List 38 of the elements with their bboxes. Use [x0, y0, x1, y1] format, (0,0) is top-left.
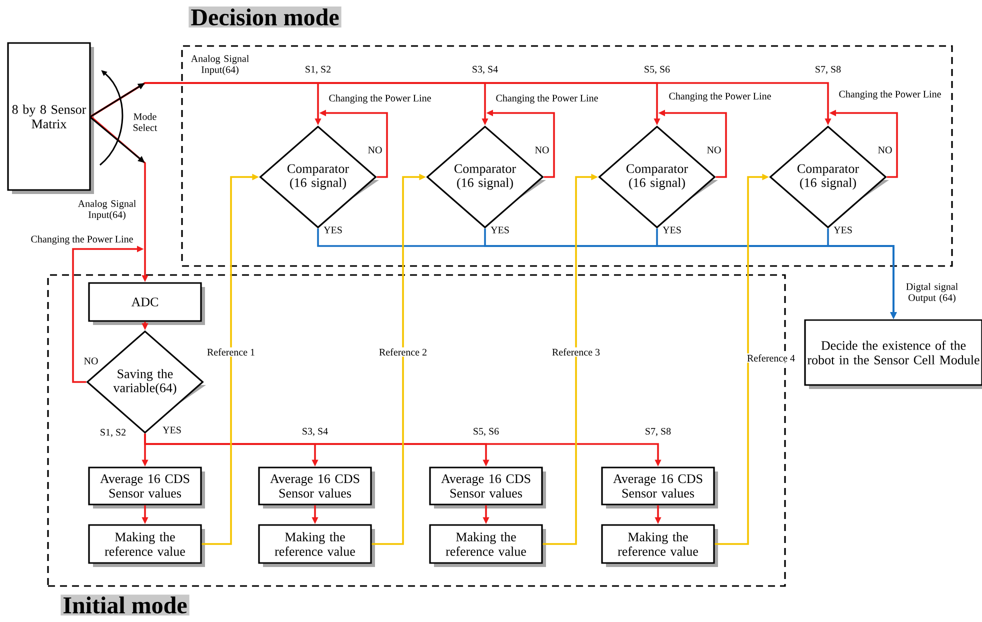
- process-box: ADC: [88, 282, 205, 325]
- edge-label: S5, S6: [642, 64, 672, 76]
- annotation-text: Changing the Power Line: [838, 89, 942, 101]
- process-box: 8 by 8 Sensor Matrix: [7, 42, 94, 194]
- edge-label: Reference 3: [551, 347, 602, 357]
- edge-label: Reference 2: [378, 347, 428, 357]
- edge-label: Reference 4: [746, 353, 796, 363]
- edge-label: S7, S8: [814, 64, 842, 76]
- edge-label: S3, S4: [470, 64, 500, 76]
- edge-label: YES: [490, 226, 510, 234]
- panel-title: Initial mode: [60, 594, 190, 616]
- process-box: Average 16 CDS Sensor values: [601, 466, 718, 508]
- edge-label: S5, S6: [472, 426, 500, 438]
- annotation-text: Analog Signal Input(64): [76, 198, 138, 222]
- process-box: Average 16 CDS Sensor values: [88, 466, 205, 508]
- edge-label: S7, S8: [644, 426, 672, 438]
- edge-label: S1, S2: [304, 64, 332, 76]
- annotation-text: Changing the Power Line: [668, 91, 772, 103]
- edge-label: S3, S4: [300, 426, 330, 438]
- process-box: Making the reference value: [601, 524, 718, 567]
- annotation-text: YES: [162, 426, 182, 434]
- panel-title: Decision mode: [188, 6, 342, 28]
- annotation-text: Changing the Power Line: [30, 234, 134, 246]
- process-box: Making the reference value: [88, 524, 205, 567]
- annotation-text: Changing the Power Line: [494, 93, 600, 105]
- annotation-text: Changing the Power Line: [328, 93, 432, 105]
- process-box: Decide the existence of the robot in the Sensor Cell Module: [804, 319, 982, 389]
- edge-label: YES: [662, 226, 682, 234]
- edge-label: YES: [832, 226, 854, 234]
- annotation-text: Mode Select: [124, 112, 166, 132]
- process-box: Making the reference value: [429, 524, 546, 567]
- annotation-text: Digtal signal Output (64): [901, 282, 963, 304]
- process-box: Average 16 CDS Sensor values: [258, 466, 375, 508]
- edge-label: Reference 1: [206, 347, 256, 357]
- annotation-text: Analog Signal Input(64): [189, 54, 251, 76]
- edge-label: YES: [322, 226, 344, 234]
- process-box: Making the reference value: [258, 524, 375, 567]
- process-box: Average 16 CDS Sensor values: [429, 466, 546, 508]
